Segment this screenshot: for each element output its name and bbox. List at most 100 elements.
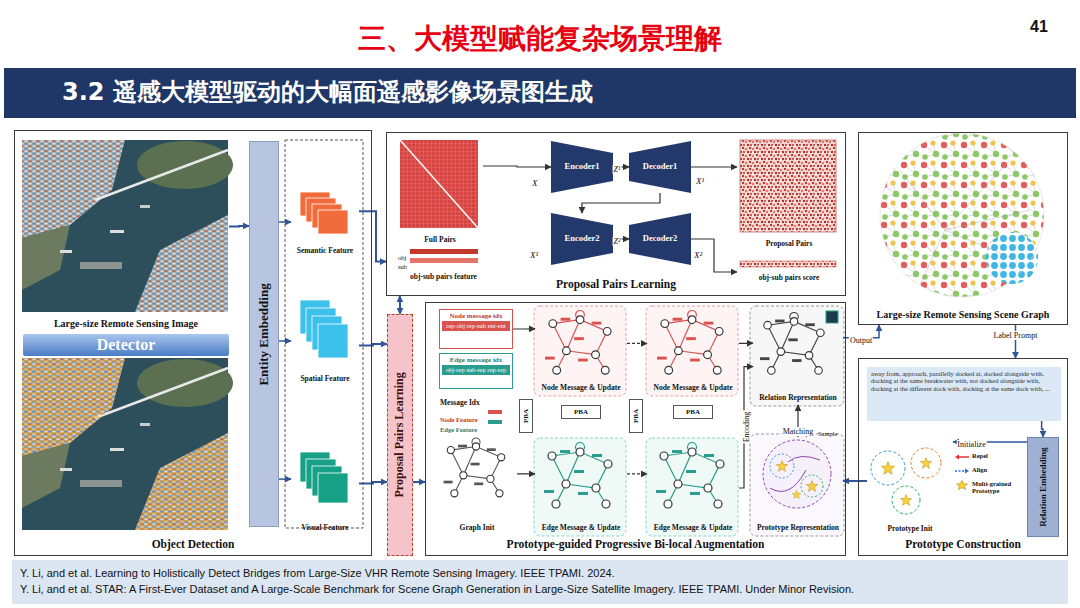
connector [359, 344, 387, 346]
connector [359, 211, 386, 261]
node-label: Proposal Pairs Learning [393, 372, 407, 497]
edge-label: Matching [782, 427, 815, 436]
node-label: Prototype Construction [905, 538, 1021, 551]
text-label: obj [398, 254, 406, 261]
connector [627, 343, 647, 344]
graph-figure: Graph Init [437, 433, 517, 535]
node-label: Prototype Representation [757, 524, 839, 533]
connector [413, 481, 425, 483]
edge-label-anchor: Matching [782, 420, 815, 438]
stage-panel: Proposal Pairs LearningFull PairsEncoder… [386, 132, 846, 296]
edge-label-anchor: Output [849, 329, 873, 347]
connector [279, 221, 291, 223]
node-label: PBA [522, 409, 530, 423]
node-label: Decoder2 [643, 234, 677, 244]
label-anchor: X² [694, 244, 702, 262]
legend-item: Repel [954, 452, 1022, 462]
label-anchor: X¹ [530, 244, 538, 262]
edge-label: Output [849, 336, 873, 345]
node-label: Object Detection [152, 538, 235, 551]
node-label: Y. Li, and et al. Learning to Holistical… [20, 566, 615, 582]
node-label: Prototype-guided Progressive Bi-local Au… [507, 538, 765, 551]
decoder-block: Decoder1 [629, 141, 691, 193]
connector [517, 473, 535, 474]
connector [399, 296, 401, 314]
legend-label: Repel [972, 452, 1022, 459]
node-label: Detector [97, 336, 156, 354]
node-label: Entity Embedding [257, 283, 272, 385]
stage-panel: Object Detection Large-size Remote Sensin… [14, 130, 372, 556]
reference-box: Y. Li, and et al. Learning to Holistical… [12, 560, 1068, 604]
edge-label-anchor: Z¹ [613, 158, 622, 176]
graph-figure: Edge Message & Update [647, 441, 739, 535]
image-frame: Large-size Remote Sensing Image [23, 141, 229, 331]
connector [691, 166, 737, 167]
connector [279, 478, 291, 480]
score-bar: obj-sub pairs score [737, 259, 841, 285]
node-label: PBA [686, 408, 700, 416]
edge-label-anchor: Encoding [735, 411, 753, 444]
legend-swatch [954, 452, 970, 462]
pba-box: PBA [629, 399, 643, 433]
legend-item: Align [954, 466, 1022, 476]
node-label: Encoder1 [565, 162, 600, 172]
edge-label-anchor: Initialize [956, 433, 986, 451]
text-label: 41 [1030, 18, 1048, 36]
legend-label: Multi-grained Prototype [972, 480, 1022, 495]
text-label: X¹ [696, 176, 704, 186]
graph-figure: Edge Message & Update [535, 441, 627, 535]
pba-box: PBA [519, 399, 533, 433]
text-label: Edge Feature [440, 426, 477, 433]
node-label: rep-obj rep-sub ent-ent [442, 321, 510, 330]
connector [843, 480, 867, 482]
node-label: Edge Message & Update [654, 524, 733, 533]
node-label: away from, approach, parallelly docked a… [871, 370, 1057, 392]
connector [483, 166, 551, 167]
node-label: Relation Embedding [1038, 442, 1048, 532]
connector [359, 482, 387, 484]
node-label: Graph Init [460, 524, 495, 533]
feature-stack: Visual Feature [291, 449, 359, 535]
matrix-figure: Proposal Pairs [737, 139, 841, 251]
node-label: Decoder1 [643, 162, 677, 172]
index-box: Node message idxrep-obj rep-sub ent-ent [439, 309, 513, 349]
node-label: Node Message & Update [542, 384, 621, 393]
edge-label: Label Prompt [993, 331, 1039, 340]
text-label: X² [694, 250, 702, 260]
connector [279, 340, 291, 342]
edge-label-anchor: Label Prompt [993, 324, 1039, 342]
connector [513, 328, 535, 329]
decoder-block: Decoder2 [629, 213, 691, 265]
edge-label: Z² [613, 237, 622, 246]
label-anchor: Sample [818, 422, 838, 440]
connector [739, 342, 753, 344]
feature-stack: Semantic Feature [291, 186, 359, 258]
encoder-block: Encoder2 [551, 213, 613, 265]
node-label: Node message idx [450, 312, 503, 320]
label-anchor: Message Idx [440, 391, 480, 409]
graph-figure: Node Message & Update [647, 309, 739, 395]
label-anchor: obj [398, 246, 406, 264]
node-label: obj-sub pairs score [759, 274, 820, 283]
title-band: 3.2 遥感大模型驱动的大幅面遥感影像场景图生成 [4, 68, 1076, 118]
stage-panel: Large-size Remote Sensing Scene Graph [858, 132, 1068, 325]
connector [582, 193, 660, 213]
node-label: Spatial Feature [300, 375, 349, 384]
detector-arrow: Detector [23, 334, 229, 356]
text-label: Sample [818, 430, 838, 437]
node-label: Full Pairs [424, 236, 455, 245]
connector [229, 225, 249, 228]
edge-label-anchor: Z² [613, 230, 622, 248]
node-label: Proposal Pairs [766, 240, 813, 249]
label-anchor: X [532, 172, 538, 190]
legend-label: Align [972, 466, 1022, 473]
node-label: Relation Representation [759, 394, 837, 403]
embedding-bar: Relation Embedding [1027, 437, 1059, 537]
label-anchor: X¹ [696, 170, 704, 188]
module-bar: Proposal Pairs Learning [387, 314, 413, 556]
legend-item: Multi-grained Prototype [954, 480, 1022, 495]
node-label: PBA [632, 409, 640, 423]
graph-figure: Relation Representation [753, 309, 843, 405]
encoder-block: Encoder1 [551, 141, 613, 193]
